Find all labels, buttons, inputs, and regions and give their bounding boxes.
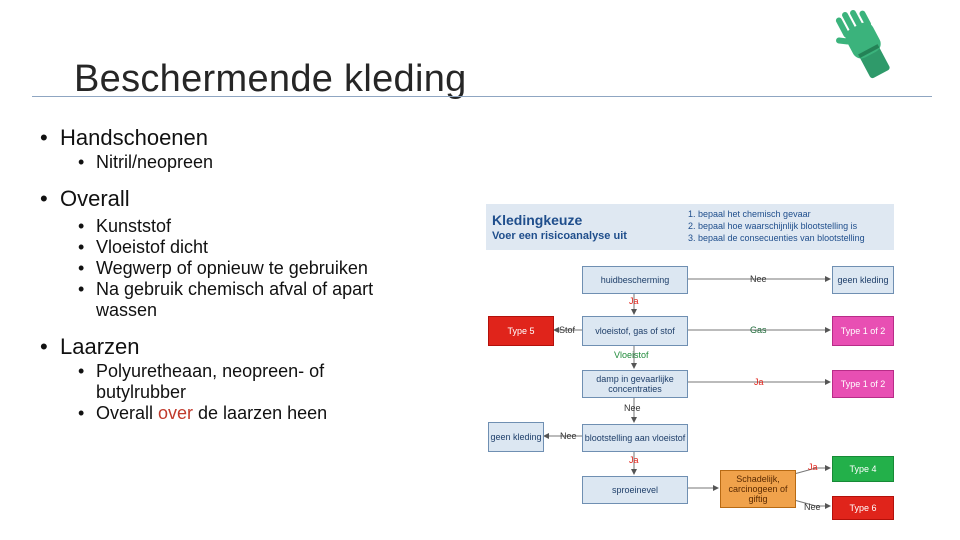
edge-label-nee-4: Nee [804,502,821,512]
node-huidbescherming: huidbescherming [582,266,688,294]
sub-bullet: Nitril/neopreen [40,152,440,173]
edge-label-stof: Stof [559,325,576,335]
sub-bullet: Polyuretheaan, neopreen- of butylrubber [40,361,376,403]
slide-title: Beschermende kleding [74,58,467,100]
step-3: 3. bepaal de consecuenties van blootstel… [688,233,865,243]
glove-icon [835,9,890,79]
kledingkeuze-flowchart: Kledingkeuze Voer een risicoanalyse uit … [486,204,894,522]
edge-label-ja-4: Ja [808,462,818,472]
edge-label-ja-1: Ja [629,296,639,306]
node-blootstelling: blootstelling aan vloeistof [582,424,688,452]
sub-bullet-overall-laarzen: Overall over de laarzen heen [40,403,440,424]
edge-label-vloeistof: Vloeistof [614,350,649,360]
node-damp: damp in gevaarlijke concentraties [582,370,688,398]
node-type-6: Type 6 [832,496,894,520]
node-schadelijk: Schadelijk, carcinogeen of giftig [720,470,796,508]
node-type-5: Type 5 [488,316,554,346]
bullet-overall: Overall [40,185,440,213]
node-type-1-of-2-b: Type 1 of 2 [832,370,894,398]
node-type-4: Type 4 [832,456,894,482]
node-geen-kleding-1: geen kleding [832,266,894,294]
edge-label-nee-3: Nee [560,431,577,441]
flowchart-connectors [543,276,831,509]
text-part: Overall [96,403,159,423]
emphasis-over: over [158,403,194,423]
bullet-list: Handschoenen Nitril/neopreen Overall Kun… [40,124,440,424]
edge-label-nee-2: Nee [624,403,641,413]
edge-label-ja-2: Ja [754,377,764,387]
sub-bullet: Wegwerp of opnieuw te gebruiken [40,258,440,279]
text-part: de laarzen heen [193,403,328,423]
node-sproeinevel: sproeinevel [582,476,688,504]
sub-bullet: Vloeistof dicht [40,237,440,258]
bullet-laarzen: Laarzen [40,333,440,361]
node-vloeistof-gas-stof: vloeistof, gas of stof [582,316,688,346]
sub-bullet: Na gebruik chemisch afval of apart wasse… [40,279,416,321]
flowchart-header: Kledingkeuze Voer een risicoanalyse uit … [486,204,894,250]
flowchart-subtitle: Voer een risicoanalyse uit [492,230,627,242]
sub-bullet: Kunststof [40,216,440,237]
bullet-handschoenen: Handschoenen [40,124,440,152]
step-1: 1. bepaal het chemisch gevaar [688,209,811,219]
node-geen-kleding-2: geen kleding [488,422,544,452]
step-2: 2. bepaal hoe waarschijnlijk blootstelli… [688,221,858,231]
edge-label-gas: Gas [750,325,767,335]
flowchart-steps: 1. bepaal het chemisch gevaar 2. bepaal … [688,208,865,244]
node-type-1-of-2-a: Type 1 of 2 [832,316,894,346]
edge-label-ja-3: Ja [629,455,639,465]
title-underline [32,96,932,97]
flowchart-title: Kledingkeuze [492,212,583,228]
edge-label-nee-1: Nee [750,274,767,284]
